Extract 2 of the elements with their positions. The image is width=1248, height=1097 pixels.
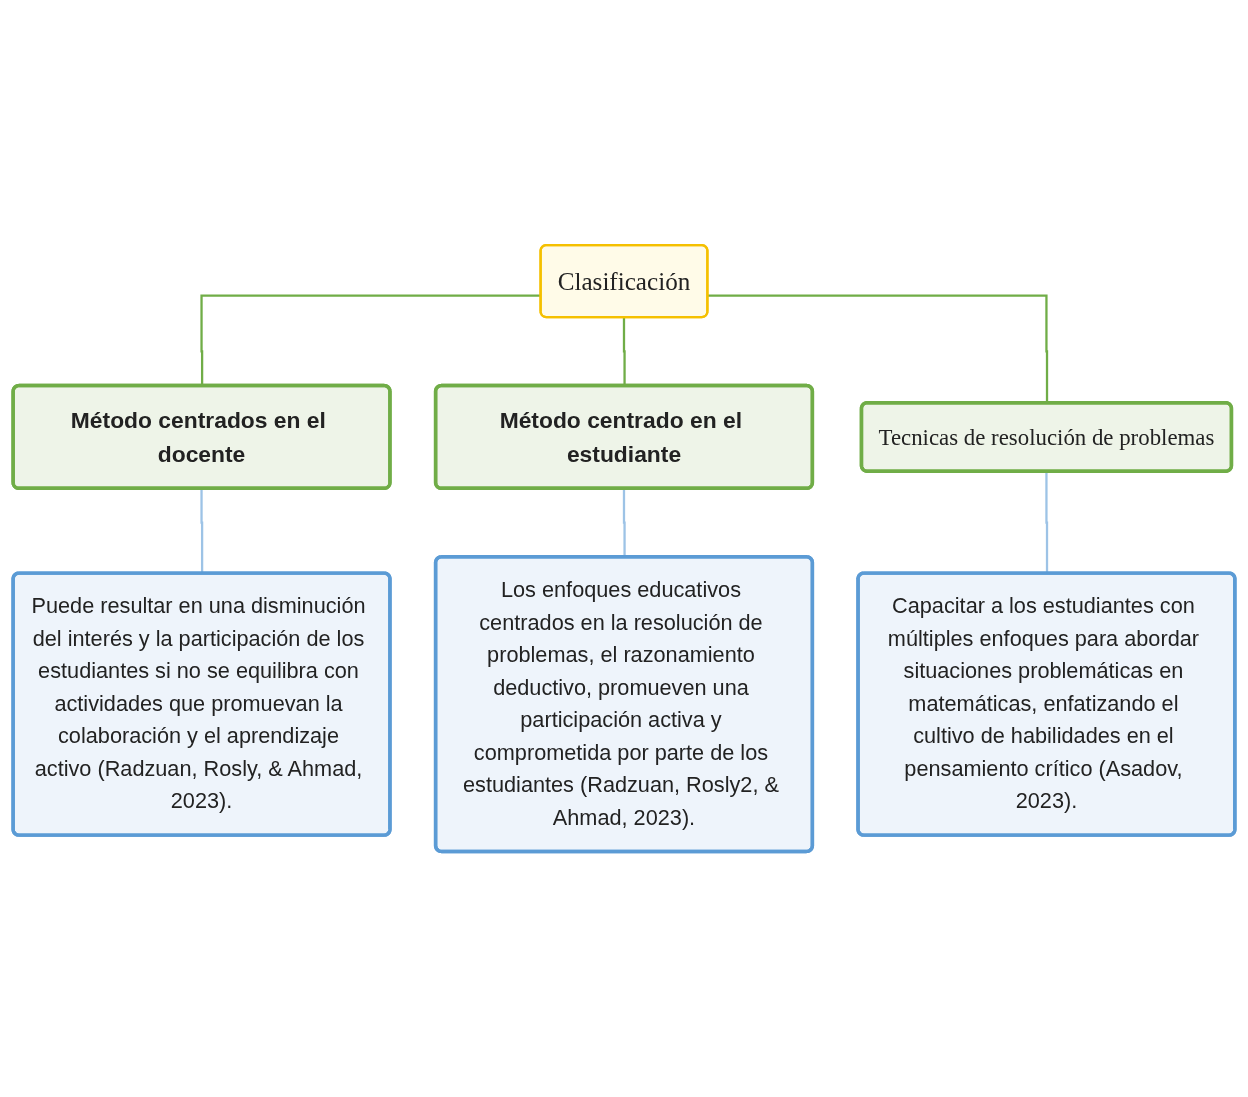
- connector: [200, 488, 204, 574]
- connector: [622, 488, 626, 558]
